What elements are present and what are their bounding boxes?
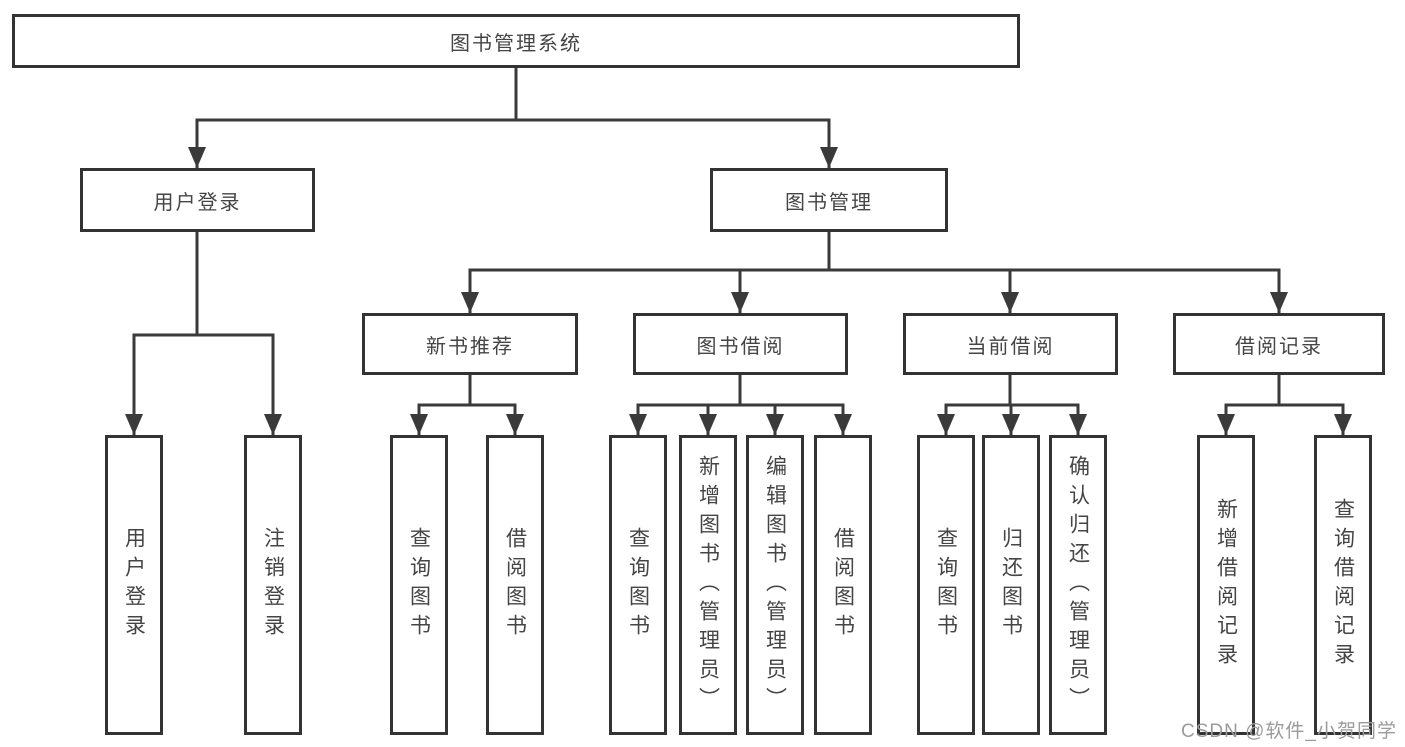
node-user-login: 用户登录	[80, 168, 315, 232]
leaf-query-borrow-record: 查询借阅记录	[1314, 435, 1372, 735]
leaf-label: 确认归还（管理员）	[1066, 454, 1090, 716]
leaf-logout: 注销登录	[244, 435, 302, 735]
leaf-label: 归还图书	[999, 527, 1023, 643]
leaf-label: 借阅图书	[831, 527, 855, 643]
leaf-label: 查询图书	[407, 527, 431, 643]
node-book-management: 图书管理	[710, 168, 948, 232]
leaf-label: 用户登录	[122, 527, 146, 643]
leaf-query-books-current: 查询图书	[917, 435, 975, 735]
node-label: 用户登录	[153, 191, 242, 214]
node-root-library-management-system: 图书管理系统	[12, 14, 1020, 68]
leaf-add-book-admin: 新增图书（管理员）	[679, 435, 737, 735]
leaf-user-login: 用户登录	[105, 435, 163, 735]
leaf-add-borrow-record: 新增借阅记录	[1197, 435, 1255, 735]
node-new-book-recommendation: 新书推荐	[362, 313, 578, 375]
leaf-label: 新增图书（管理员）	[696, 454, 720, 716]
node-book-borrowing: 图书借阅	[633, 313, 848, 375]
leaf-return-books: 归还图书	[982, 435, 1040, 735]
node-label: 图书借阅	[696, 335, 785, 358]
csdn-watermark: CSDN @软件_小贺同学	[1181, 721, 1397, 742]
leaf-label: 新增借阅记录	[1214, 498, 1238, 672]
node-label: 借阅记录	[1235, 335, 1323, 358]
node-label: 新书推荐	[426, 335, 514, 358]
node-label: 图书管理	[785, 191, 873, 214]
leaf-label: 借阅图书	[503, 527, 527, 643]
node-current-borrowing: 当前借阅	[903, 313, 1118, 375]
leaf-query-books-recommendation: 查询图书	[390, 435, 448, 735]
node-label: 当前借阅	[966, 335, 1055, 358]
leaf-borrow-books-recommendation: 借阅图书	[486, 435, 544, 735]
leaf-label: 编辑图书（管理员）	[763, 454, 787, 716]
leaf-label: 查询图书	[934, 527, 958, 643]
leaf-confirm-return-admin: 确认归还（管理员）	[1049, 435, 1107, 735]
leaf-edit-book-admin: 编辑图书（管理员）	[746, 435, 804, 735]
node-label: 图书管理系统	[450, 32, 582, 55]
leaf-label: 查询借阅记录	[1331, 498, 1355, 672]
node-borrow-records: 借阅记录	[1173, 313, 1385, 375]
leaf-label: 查询图书	[626, 527, 650, 643]
leaf-label: 注销登录	[261, 527, 285, 643]
leaf-borrow-books: 借阅图书	[814, 435, 872, 735]
leaf-query-books-borrowing: 查询图书	[609, 435, 667, 735]
